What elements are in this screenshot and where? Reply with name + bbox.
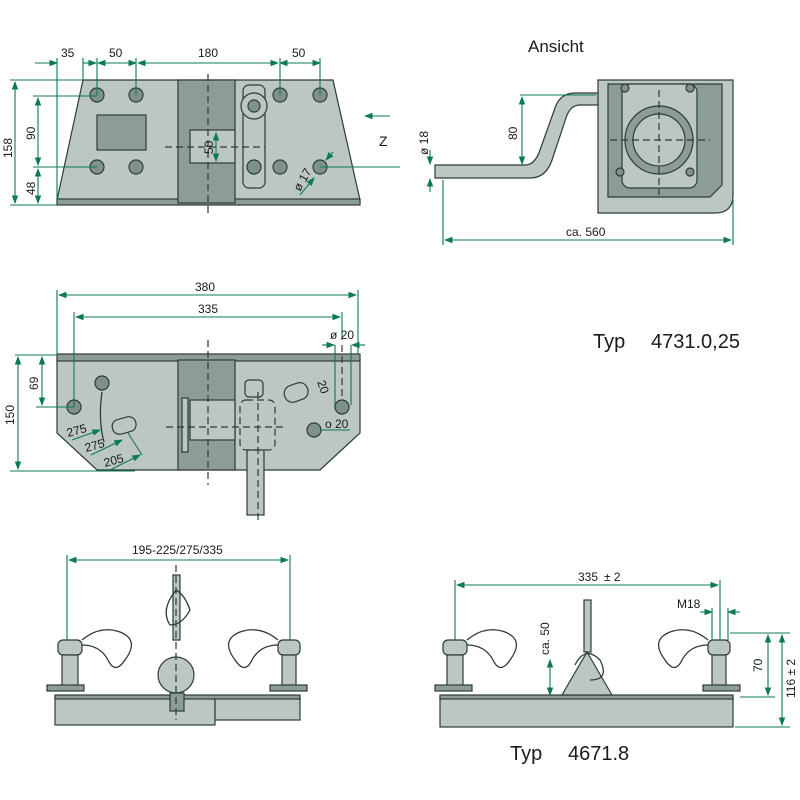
dim-90: 90 — [24, 126, 38, 140]
dim-69: 69 — [27, 376, 41, 390]
bottom-right-assembly: 335 ± 2 M18 ca. 50 70 116 ± 2 — [434, 570, 798, 728]
bottom-left-assembly: 195-225/275/335 — [46, 543, 308, 726]
dim-35: 35 — [61, 46, 75, 60]
top-view-plate — [56, 74, 361, 215]
dim-380: 380 — [195, 280, 215, 294]
dim-50-vertical: 50 — [202, 140, 216, 154]
dim-50-right: 50 — [292, 46, 306, 60]
dim-diameter-20-top: ø 20 — [330, 328, 354, 342]
type-b-label: Typ — [510, 743, 542, 765]
dim-158: 158 — [1, 138, 15, 158]
dim-thread-m18: M18 — [677, 597, 701, 611]
dim-radius-205: 205 — [102, 451, 125, 470]
dim-335: 335 — [198, 302, 218, 316]
dim-ca-560: ca. 560 — [566, 225, 606, 239]
dim-48: 48 — [24, 181, 38, 195]
type-a-number: 4731.0,25 — [651, 331, 740, 353]
dim-180: 180 — [198, 46, 218, 60]
dim-span-tolerance: ± 2 — [604, 570, 621, 584]
dim-diameter-18: ø 18 — [417, 131, 431, 155]
dim-80: 80 — [506, 126, 520, 140]
dim-radius-275-a: 275 — [65, 421, 88, 440]
type-a-label: Typ — [593, 331, 625, 353]
dim-span-right: 335 — [578, 570, 598, 584]
dim-span-left: 195-225/275/335 — [132, 543, 223, 557]
dim-diameter-20-bottom: o 20 — [325, 417, 349, 431]
dim-50-left: 50 — [109, 46, 123, 60]
dim-slot-20: 20 — [314, 378, 332, 396]
middle-view-plate — [56, 340, 361, 520]
side-view: ø 18 80 ca. 560 — [417, 79, 734, 245]
dim-116: 116 ± 2 — [784, 659, 798, 698]
top-view-dimensions: 35 50 180 50 158 90 48 50 ø 17 Z — [1, 46, 400, 206]
middle-view-dimensions: 380 335 ø 20 150 69 275 275 205 20 o 20 — [3, 280, 365, 472]
dim-150: 150 — [3, 405, 17, 425]
dim-ca-50: ca. 50 — [538, 622, 552, 655]
type-b-number: 4671.8 — [568, 743, 629, 765]
dim-radius-275-b: 275 — [83, 436, 106, 455]
view-title: Ansicht — [528, 37, 584, 56]
dim-70: 70 — [751, 658, 765, 672]
direction-label: Z — [379, 133, 388, 149]
